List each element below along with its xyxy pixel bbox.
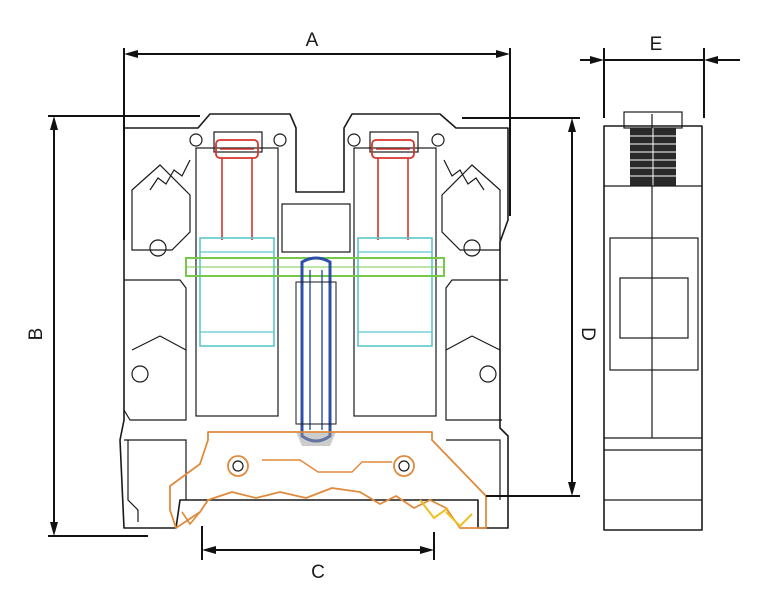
current-bar <box>185 257 445 277</box>
dimension-b <box>48 115 200 537</box>
dimension-e <box>580 48 740 118</box>
dimension-d <box>462 117 580 497</box>
side-view-screw-threads <box>630 128 676 186</box>
left-wire-clamp <box>199 237 275 347</box>
dimension-a-label: A <box>306 30 319 51</box>
dimension-c <box>201 526 435 560</box>
dimension-c-label: C <box>311 562 325 583</box>
front-view-housing <box>119 113 509 529</box>
right-wire-clamp <box>357 237 433 347</box>
side-view <box>603 111 703 531</box>
left-screw <box>215 139 259 240</box>
dimension-b-label: B <box>26 328 47 341</box>
base-foot <box>169 431 487 529</box>
right-screw <box>371 139 415 240</box>
dimension-d-label: D <box>577 327 598 341</box>
jumper-bridge <box>295 256 337 446</box>
dimension-e-label: E <box>650 34 663 55</box>
dimension-a <box>123 48 511 240</box>
